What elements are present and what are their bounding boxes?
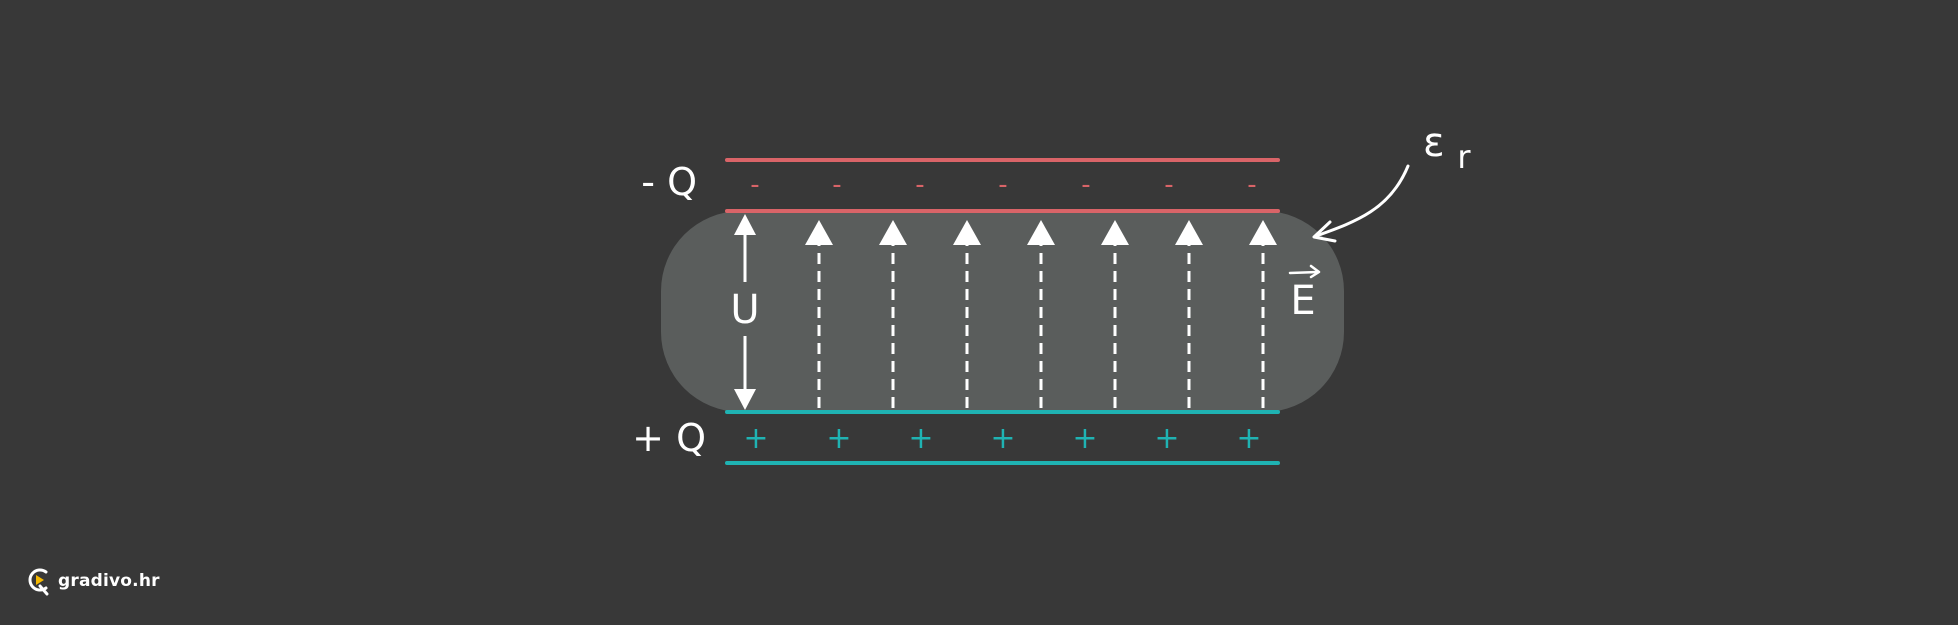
permittivity-label: ε r [1423,120,1471,176]
voltage-arrowhead-down [734,389,756,410]
permittivity-subscript: r [1457,138,1471,176]
field-line [1249,220,1277,408]
negative-sign: - [750,170,759,200]
negative-sign: - [1164,170,1173,200]
negative-sign: - [915,170,924,200]
field-arrowhead [1027,220,1055,245]
positive-sign: + [990,421,1015,456]
positive-sign: + [1154,421,1179,456]
permittivity-symbol: ε [1423,120,1445,166]
negative-charges: - - - - - - - [750,170,1256,200]
voltage-arrowhead-up [734,214,756,235]
field-arrowhead [953,220,981,245]
negative-sign: - [998,170,1007,200]
field-line [1175,220,1203,408]
negative-charge-label: - Q [641,160,697,204]
field-line [1027,220,1055,408]
negative-sign: - [1247,170,1256,200]
field-line [805,220,833,408]
field-line [953,220,981,408]
brand-logo[interactable]: gradivo.hr [26,566,160,596]
field-arrowhead [1249,220,1277,245]
positive-sign: + [743,421,768,456]
dielectric-region [661,211,1344,412]
field-arrowhead [805,220,833,245]
negative-sign: - [832,170,841,200]
field-line [1101,220,1129,408]
vector-arrow-icon [1288,264,1321,279]
field-arrowhead [879,220,907,245]
brand-name: gradivo.hr [58,571,160,591]
positive-charge-label: + Q [632,416,706,460]
permittivity-pointer-arrow [1312,164,1410,243]
positive-sign: + [1236,421,1261,456]
positive-sign: + [826,421,851,456]
electric-field-lines [805,220,1277,408]
voltage-arrow [734,214,756,410]
negative-sign: - [1081,170,1090,200]
gradivo-logo-icon [28,568,49,596]
field-arrowhead [1101,220,1129,245]
positive-sign: + [908,421,933,456]
field-line [879,220,907,408]
positive-charges: + + + + + + + [743,421,1261,456]
field-label: E [1290,278,1315,324]
field-arrowhead [1175,220,1203,245]
voltage-label: U [730,287,759,333]
positive-sign: + [1072,421,1097,456]
